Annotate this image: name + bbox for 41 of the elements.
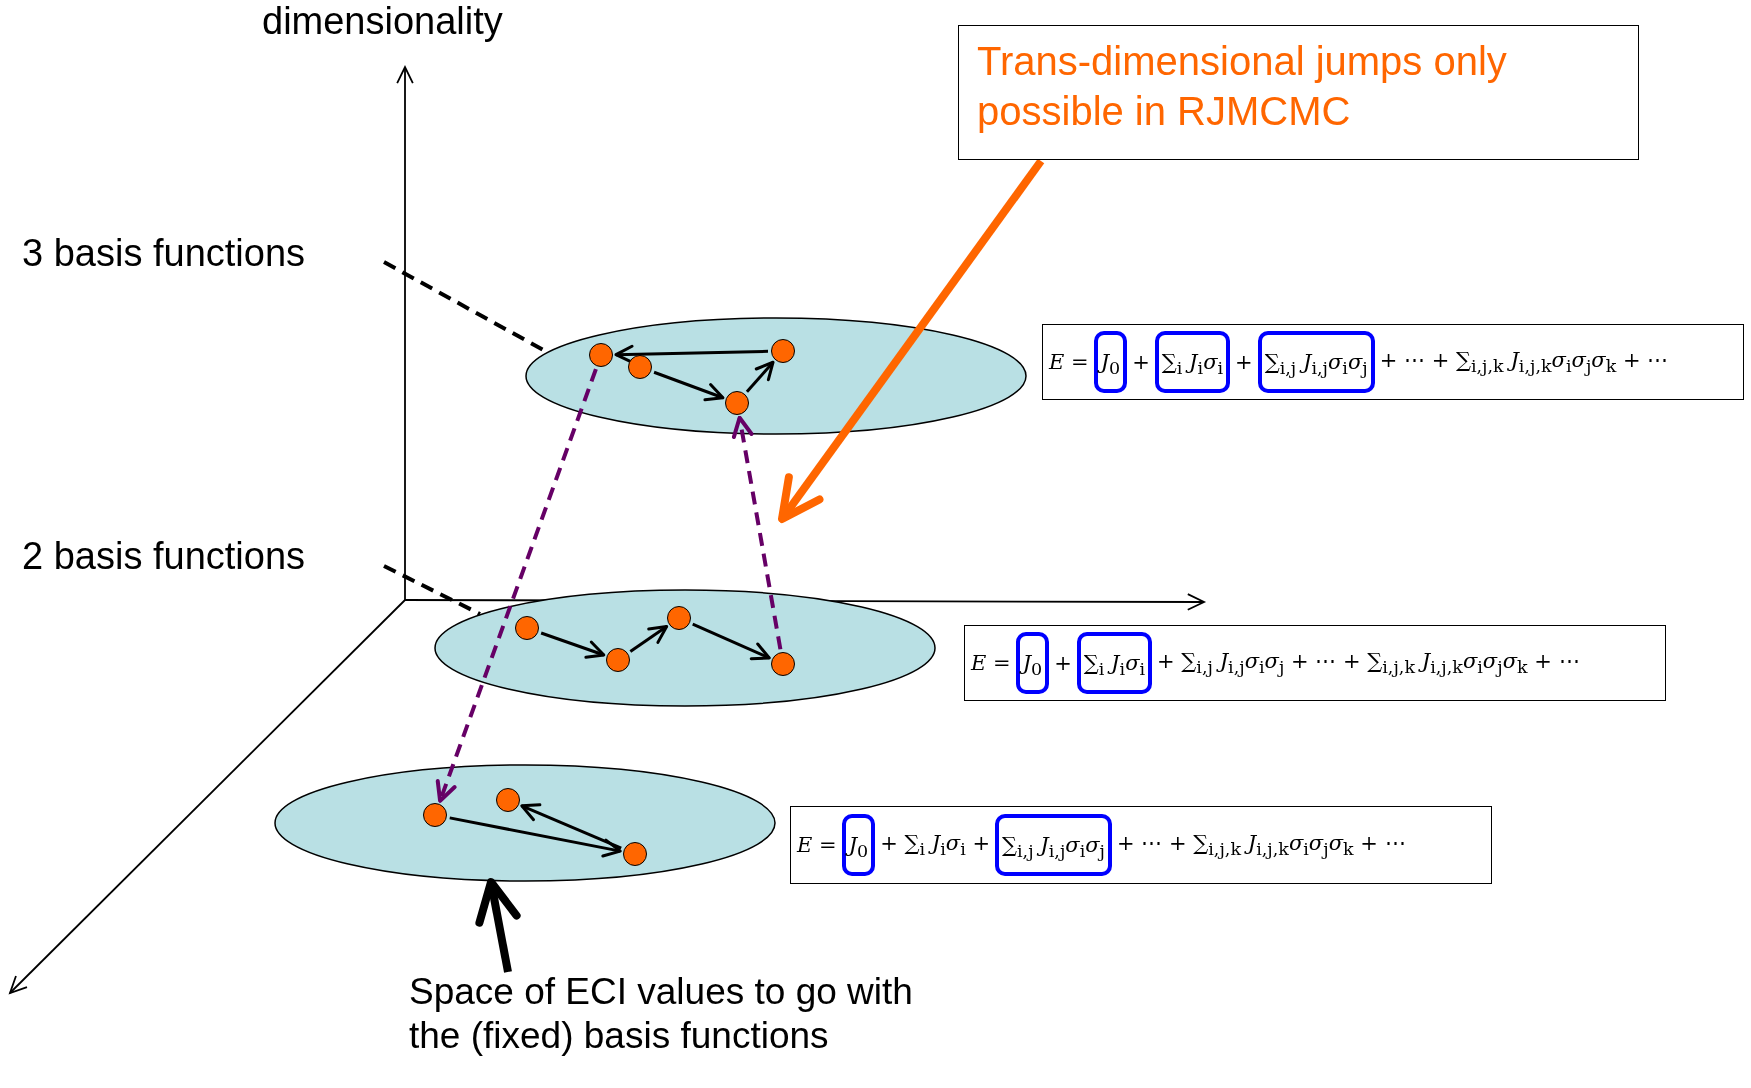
arrow — [692, 622, 771, 661]
highlighted-term: J$_{0}$ — [1093, 331, 1128, 393]
highlighted-term: J$_{0}$ — [1015, 632, 1050, 694]
caption-text: Space of ECI values to go with the (fixed) basis functions — [409, 970, 969, 1059]
equation-text: + ∑$_{i,j}$ J$_{i,j}$σ$_{i}$σ$_{j}$ + ⋯ + ∑$_{i,j,k}$ J$_{i,j,k}$σ$_{i}$σ$_{j}$σ$_{k}$ + ⋯ — [1157, 648, 1580, 678]
arrow — [653, 370, 725, 402]
highlighted-term: ∑$_{i,j}$ J$_{i,j}$σ$_{i}$σ$_{j}$ — [1257, 331, 1375, 393]
arrow — [745, 360, 775, 393]
dashed-arrow — [731, 415, 783, 650]
equation-text: E = — [797, 833, 837, 857]
note-box: Trans-dimensional jumps only possible in RJMCMC — [958, 25, 1639, 160]
arrow — [778, 158, 1045, 523]
basis-label: 2 basis functions — [22, 535, 306, 578]
equation-text: + — [1235, 350, 1253, 374]
highlighted-term: ∑$_{i}$ J$_{i}$σ$_{i}$ — [1076, 632, 1153, 694]
ellipse-plane — [274, 764, 776, 882]
equation-text: + ⋯ + ∑$_{i,j,k}$ J$_{i,j,k}$σ$_{i}$σ$_{j}$σ$_{k}$ + ⋯ — [1379, 347, 1669, 377]
arrow — [449, 816, 622, 858]
highlighted-term: ∑$_{i}$ J$_{i}$σ$_{i}$ — [1154, 331, 1231, 393]
arrow — [629, 625, 669, 653]
ellipse-plane — [434, 589, 936, 707]
equation-text: E = — [1049, 350, 1089, 374]
equation-text: + — [1132, 350, 1150, 374]
ellipse-plane — [525, 317, 1027, 435]
arrow — [614, 344, 769, 364]
equation-box — [1042, 324, 1744, 400]
highlighted-term: ∑$_{i,j}$ J$_{i,j}$σ$_{i}$σ$_{j}$ — [995, 814, 1113, 876]
arrow — [540, 631, 606, 659]
axis-label: dimensionality — [262, 0, 503, 43]
dashed-arrow — [435, 368, 598, 803]
equation-text: E = — [971, 651, 1011, 675]
equation-box — [964, 625, 1666, 701]
equation-text: + ⋯ + ∑$_{i,j,k}$ J$_{i,j,k}$σ$_{i}$σ$_{j}$σ$_{k}$ + ⋯ — [1117, 830, 1406, 860]
leader-line — [383, 564, 481, 616]
equation-text: + — [1054, 651, 1072, 675]
equation-text: + ∑$_{i}$ J$_{i}$σ$_{i}$ + — [880, 830, 990, 860]
equation-box — [790, 806, 1492, 884]
arrow — [520, 803, 622, 850]
arrow — [475, 878, 521, 973]
highlighted-term: J$_{0}$ — [841, 814, 876, 876]
basis-label: 3 basis functions — [22, 232, 306, 275]
